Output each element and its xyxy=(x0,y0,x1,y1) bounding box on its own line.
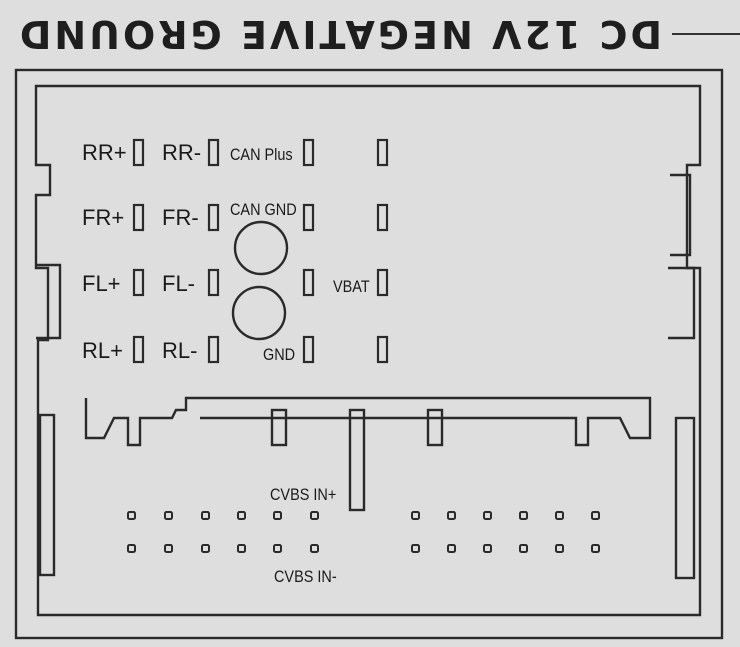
label-cvbs-in-minus: CVBS IN- xyxy=(274,567,337,586)
pin-hole xyxy=(591,544,600,553)
pin-hole xyxy=(519,511,528,520)
small-pin-holes xyxy=(127,511,600,553)
pin-hole xyxy=(273,544,282,553)
pin-hole xyxy=(555,544,564,553)
pin-hole xyxy=(310,544,319,553)
pin-hole xyxy=(447,544,456,553)
label-can-plus: CAN Plus xyxy=(230,145,293,164)
label-rl-minus: RL- xyxy=(162,338,198,363)
pin-hole xyxy=(127,511,136,520)
pin-hole xyxy=(519,544,528,553)
pin-hole xyxy=(411,511,420,520)
title-rule xyxy=(672,33,740,35)
pin-hole xyxy=(201,511,210,520)
label-fl-minus: FL- xyxy=(162,271,195,296)
pin-hole xyxy=(310,511,319,520)
pin-hole xyxy=(237,544,246,553)
pin-fl-plus xyxy=(132,268,145,297)
left-side-slot xyxy=(38,413,56,577)
stub xyxy=(426,408,444,447)
pin-hole xyxy=(201,544,210,553)
pin-hole xyxy=(591,511,600,520)
right-clip-lower xyxy=(668,266,696,340)
pin-hole xyxy=(447,511,456,520)
pin-vbat xyxy=(376,268,389,297)
pin-rr-plus xyxy=(132,138,145,167)
pin-rl-plus xyxy=(132,335,145,364)
pin-fl-minus xyxy=(207,268,220,297)
mounting-post-upper xyxy=(233,220,289,276)
pin-hole xyxy=(164,511,173,520)
right-clip-upper xyxy=(670,173,692,257)
pin-hole xyxy=(483,544,492,553)
label-fr-minus: FR- xyxy=(162,205,199,230)
label-rr-plus: RR+ xyxy=(82,140,127,165)
pin-hole xyxy=(483,511,492,520)
pin-fr-plus xyxy=(132,203,145,232)
pin-hole xyxy=(411,544,420,553)
pin-hole xyxy=(273,511,282,520)
label-rr-minus: RR- xyxy=(162,140,202,165)
pin-rl-minus xyxy=(207,335,220,364)
pin-can-gnd xyxy=(302,203,315,232)
left-clip xyxy=(36,263,62,340)
pin-gnd xyxy=(302,335,315,364)
label-gnd: GND xyxy=(263,345,296,364)
outer-frame xyxy=(14,68,724,640)
stub xyxy=(270,408,288,447)
keying-bar xyxy=(84,396,652,447)
label-fl-plus: FL+ xyxy=(82,271,121,296)
pin-fr-minus xyxy=(207,203,220,232)
right-side-slot xyxy=(674,416,696,580)
pin-hole xyxy=(127,544,136,553)
pin-can-plus xyxy=(302,138,315,167)
pin-empty xyxy=(376,138,389,167)
mounting-post-lower xyxy=(231,285,287,341)
label-rl-plus: RL+ xyxy=(82,338,123,363)
inner-frame xyxy=(34,84,702,617)
pin-hole xyxy=(164,544,173,553)
pin-empty xyxy=(376,203,389,232)
label-fr-plus: FR+ xyxy=(82,205,125,230)
pin-empty xyxy=(302,268,315,297)
pin-hole xyxy=(555,511,564,520)
pin-hole xyxy=(237,511,246,520)
pin-empty xyxy=(376,335,389,364)
label-cvbs-in-plus: CVBS IN+ xyxy=(270,485,337,504)
label-can-gnd: CAN GND xyxy=(230,200,297,219)
pin-rr-minus xyxy=(207,138,220,167)
cvbs-in-plus-pin xyxy=(348,408,366,512)
label-vbat: VBAT xyxy=(333,277,370,296)
